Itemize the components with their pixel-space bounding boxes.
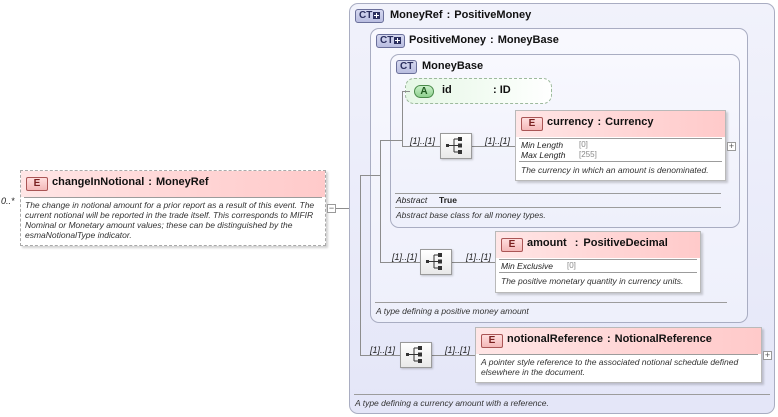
collapse-icon[interactable]: − (327, 203, 336, 213)
connector-line (472, 146, 515, 147)
sequence-cardinality: [1]..[1] (392, 252, 418, 262)
id-attribute[interactable]: A id : ID (405, 78, 552, 104)
divider (375, 302, 727, 303)
element-title: notionalReference:NotionalReference (507, 333, 712, 345)
expand-icon[interactable]: + (727, 141, 736, 151)
complex-type-badge: CT (376, 34, 406, 48)
moneyref-documentation: A type defining a currency amount with a… (355, 398, 549, 408)
element-name: amount (527, 237, 567, 249)
element-title: changeInNotional:MoneyRef (52, 176, 209, 188)
positivemoney-documentation: A type defining a positive money amount (376, 306, 529, 316)
change-in-notional-element[interactable]: E changeInNotional:MoneyRef The change i… (20, 170, 326, 246)
sequence-icon (446, 137, 462, 154)
type-name: MoneyBase (422, 60, 484, 72)
plus-icon (394, 37, 402, 44)
facet-label: Min Length (521, 140, 564, 150)
element-documentation: A pointer style reference to the associa… (481, 357, 739, 377)
positivemoney-title: PositiveMoney:MoneyBase (409, 34, 559, 46)
divider (499, 272, 697, 273)
divider (24, 197, 322, 198)
connector-line (432, 355, 475, 356)
moneybase-title: MoneyBase (422, 60, 483, 72)
expand-icon[interactable]: + (763, 350, 772, 360)
connector-line (402, 91, 410, 92)
element-header (496, 232, 700, 258)
base-type-name: PositiveMoney (454, 9, 532, 21)
element-cardinality: [1]..[1] (485, 136, 511, 146)
complex-type-badge: CT (355, 9, 385, 23)
element-type: Currency (605, 116, 654, 128)
sequence-compositor[interactable] (440, 133, 472, 159)
sequence-compositor[interactable] (400, 342, 432, 368)
connector-line (402, 146, 440, 147)
element-type: PositiveDecimal (583, 237, 668, 249)
notional-reference-element[interactable]: E notionalReference:NotionalReference A … (475, 327, 762, 383)
element-cardinality: [1]..[1] (466, 252, 492, 262)
change-in-notional-cardinality: 0..* (1, 196, 15, 206)
element-badge: E (501, 238, 523, 252)
facet-value: [0] (567, 261, 576, 270)
amount-element[interactable]: E amount:PositiveDecimal Min Exclusive [… (495, 231, 701, 293)
type-name: PositiveMoney (409, 34, 487, 46)
connector-line (402, 91, 403, 146)
element-documentation: The positive monetary quantity in curren… (501, 276, 684, 286)
facet-value: [0] (579, 140, 588, 149)
divider (395, 207, 721, 208)
element-header (476, 328, 761, 354)
divider (519, 138, 722, 139)
divider (354, 394, 770, 395)
facet-value: [255] (579, 150, 597, 159)
element-title: currency:Currency (547, 116, 654, 128)
sequence-icon (406, 346, 422, 363)
badge-text: CT (359, 10, 373, 21)
complex-type-badge: CT (396, 60, 418, 74)
element-name: changeInNotional (52, 176, 145, 188)
plus-icon (373, 12, 381, 19)
facet-label: Max Length (521, 150, 566, 160)
connector-line (380, 140, 402, 141)
sequence-compositor[interactable] (420, 249, 452, 275)
badge-text: CT (400, 61, 414, 72)
divider (519, 161, 722, 162)
attribute-type: : ID (493, 84, 511, 96)
connector-line (380, 140, 381, 262)
base-type-name: MoneyBase (497, 34, 559, 46)
currency-element[interactable]: E currency:Currency Min Length [0] Max L… (515, 110, 726, 181)
moneybase-documentation: Abstract base class for all money types. (396, 210, 546, 220)
divider (499, 259, 697, 260)
moneyref-title: MoneyRef:PositiveMoney (390, 9, 532, 21)
type-name: MoneyRef (390, 9, 443, 21)
connector-line (380, 262, 420, 263)
element-name: notionalReference (507, 333, 603, 345)
element-name: currency (547, 116, 594, 128)
connector-line (336, 208, 349, 209)
sequence-cardinality: [1]..[1] (410, 136, 436, 146)
connector-line (360, 355, 400, 356)
badge-text: CT (380, 35, 394, 46)
element-documentation: The change in notional amount for a prio… (25, 200, 315, 240)
element-header (21, 171, 325, 197)
element-title: amount:PositiveDecimal (527, 237, 668, 249)
abstract-label: Abstract (396, 195, 428, 205)
facet-label: Min Exclusive (501, 261, 553, 271)
connector-line (360, 175, 380, 176)
connector-line (360, 175, 361, 355)
attribute-badge: A (414, 85, 434, 98)
element-type: NotionalReference (614, 333, 712, 345)
element-cardinality: [1]..[1] (445, 345, 471, 355)
element-badge: E (521, 117, 543, 131)
sequence-icon (426, 253, 442, 270)
sequence-cardinality: [1]..[1] (370, 345, 396, 355)
element-header (516, 111, 725, 137)
divider (395, 193, 721, 194)
element-badge: E (481, 334, 503, 348)
abstract-value: True (439, 195, 457, 205)
element-documentation: The currency in which an amount is denom… (521, 165, 709, 175)
connector-line (452, 262, 495, 263)
divider (479, 354, 758, 355)
attribute-name: id (442, 84, 452, 96)
element-type: MoneyRef (155, 176, 209, 188)
element-badge: E (26, 177, 48, 191)
